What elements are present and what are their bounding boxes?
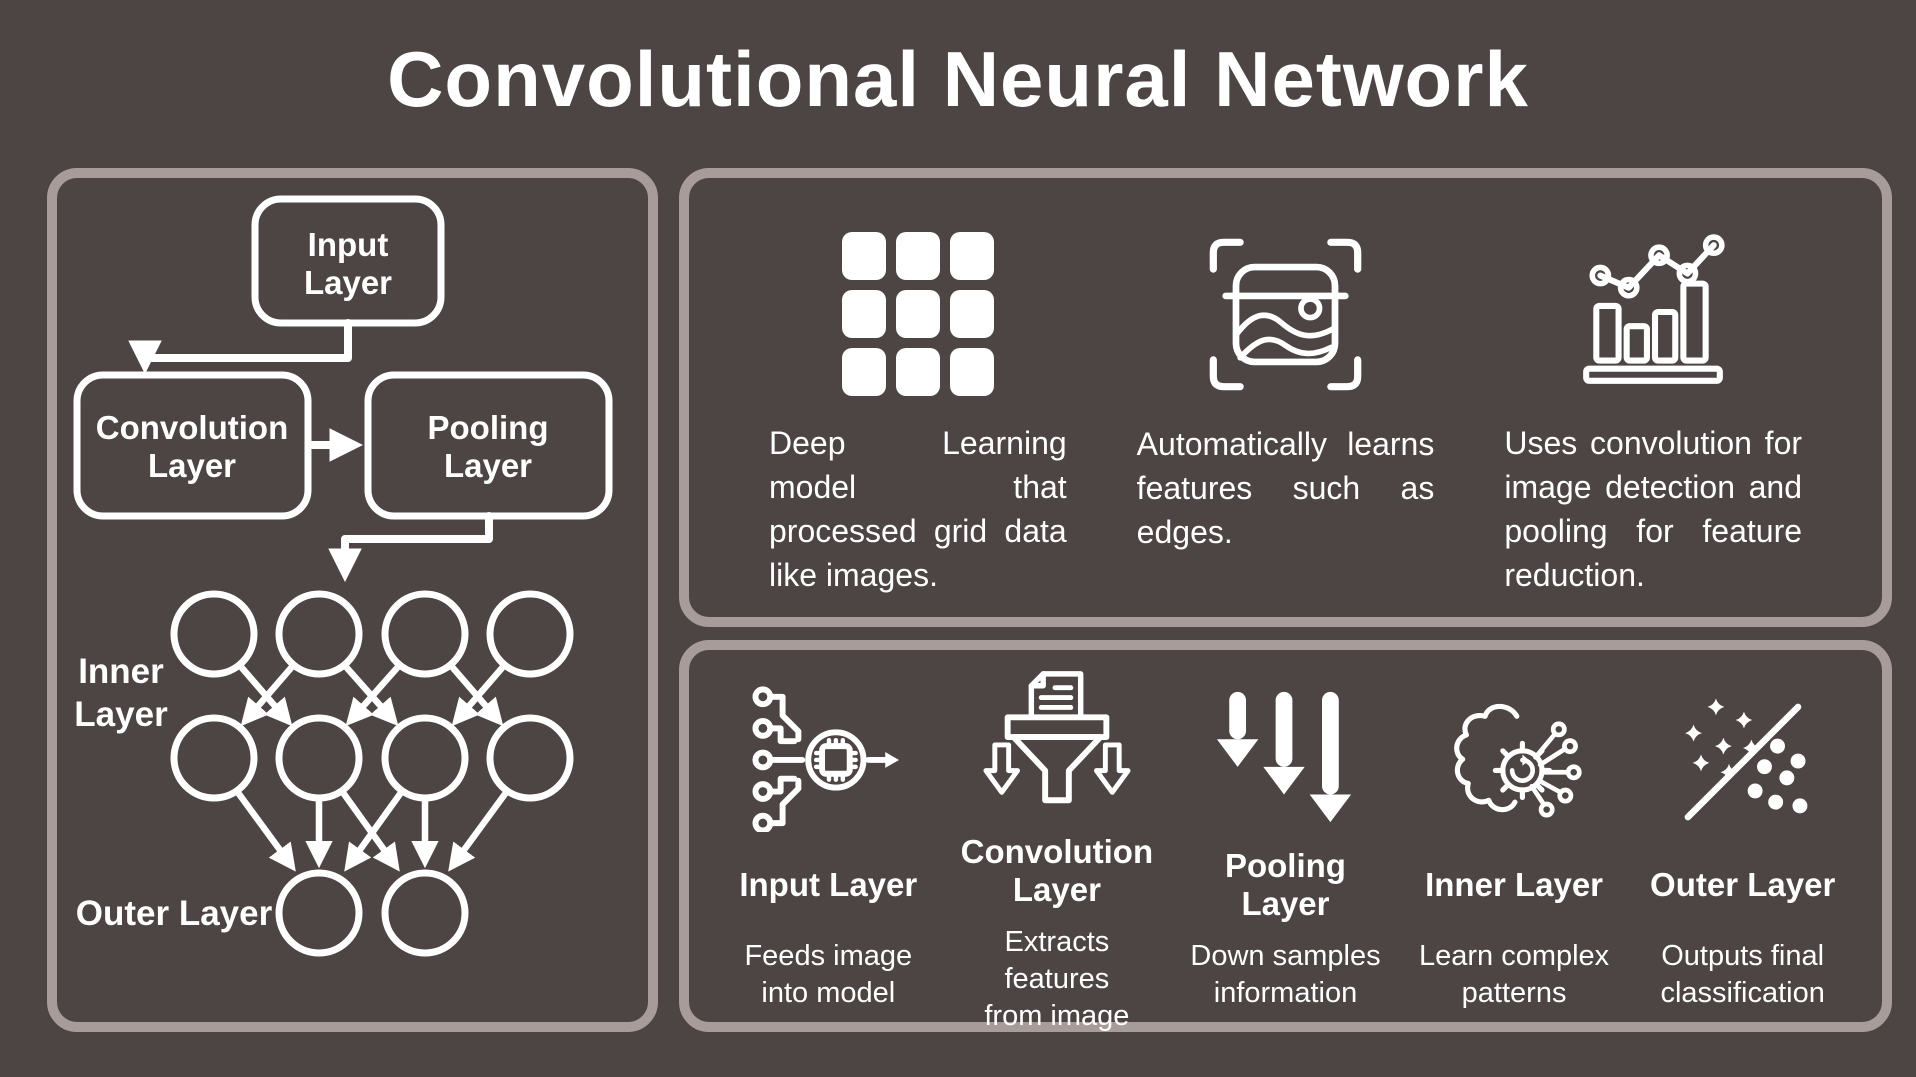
node-inner-2 — [275, 590, 363, 678]
layer-label-convolution: Convolution Layer — [960, 833, 1154, 908]
layer-label-pooling: Pooling Layer — [1224, 847, 1346, 922]
layer-input: Input Layer Feeds image into model — [725, 666, 932, 1012]
layer-desc-pooling: Down samples information — [1190, 940, 1381, 1009]
convolution-layer-box: Convolution Layer — [73, 371, 312, 520]
node-hidden-3 — [381, 714, 469, 802]
node-hidden-4 — [486, 714, 574, 802]
feature-text-learns-edges: Automatically learns features such as ed… — [1136, 426, 1435, 550]
layer-pooling: Pooling Layer Down samples information — [1182, 666, 1389, 1012]
feature-text-deep-learning: Deep Learning model that processed grid … — [769, 425, 1067, 593]
node-outer-1 — [275, 869, 363, 957]
input-box-line1: Input — [308, 226, 389, 263]
input-layer-box: Input Layer — [251, 195, 445, 327]
pooling-box-line1: Pooling — [428, 409, 549, 446]
layer-label-outer: Outer Layer — [1650, 866, 1836, 903]
outer-layer-arrows — [235, 790, 509, 872]
inner-layer-label-line1: Inner — [78, 652, 164, 691]
node-inner-3 — [381, 590, 469, 678]
layer-desc-outer: Outputs final classification — [1660, 940, 1825, 1009]
image-scan-icon — [1209, 238, 1362, 390]
feature-deep-learning: Deep Learning model that processed grid … — [769, 220, 1067, 597]
layer-outer: Outer Layer Outputs final classification — [1639, 666, 1846, 1012]
input-box-line2: Layer — [304, 264, 392, 301]
cnn-flowchart-diagram: Input Layer Convolution Layer Pooling La… — [73, 195, 613, 957]
features-panel: Deep Learning model that processed grid … — [679, 168, 1892, 627]
pooling-box-line2: Layer — [444, 447, 532, 484]
pooling-layer-box: Pooling Layer — [364, 371, 613, 520]
node-hidden-1 — [170, 714, 258, 802]
layer-label-inner: Inner Layer — [1425, 866, 1604, 903]
grid-icon — [841, 231, 994, 396]
flowchart-panel: Input Layer Convolution Layer Pooling La… — [47, 168, 658, 1032]
node-hidden-2 — [275, 714, 363, 802]
scatter-plot-icon — [1684, 698, 1808, 821]
convolution-box-line2: Layer — [148, 447, 236, 484]
circuit-branches — [1529, 721, 1582, 818]
node-inner-4 — [486, 590, 574, 678]
layers-panel: Input Layer Feeds image into model — [679, 640, 1892, 1032]
layer-desc-convolution: Extracts features from image — [984, 926, 1130, 1032]
pooling-to-network-arrow — [328, 512, 493, 583]
feature-learns-edges: Automatically learns features such as ed… — [1136, 220, 1435, 597]
layer-desc-input: Feeds image into model — [744, 940, 913, 1009]
layer-label-input: Input Layer — [739, 866, 918, 903]
input-circuit-icon — [752, 686, 900, 832]
network-nodes — [170, 590, 574, 957]
input-to-convolution-arrow — [128, 319, 352, 375]
inner-layer-arrows — [238, 664, 506, 727]
feature-convolution-pooling: Uses convolution for image detection and… — [1504, 220, 1802, 597]
outer-layer-label: Outer Layer — [76, 894, 273, 933]
feature-text-convolution-pooling: Uses convolution for image detection and… — [1504, 425, 1803, 593]
layer-inner: Inner Layer Learn complex patterns — [1411, 666, 1618, 1012]
brain-circuit-icon — [1454, 703, 1582, 818]
convolution-funnel-icon — [983, 671, 1131, 804]
pooling-arrows-icon — [1217, 691, 1352, 823]
layer-desc-inner: Learn complex patterns — [1418, 940, 1610, 1009]
inner-layer-label-line2: Layer — [74, 695, 168, 734]
layer-convolution: Convolution Layer Extracts features from… — [954, 666, 1161, 1032]
node-inner-1 — [170, 590, 258, 678]
bar-line-chart-icon — [1583, 233, 1725, 384]
page-title: Convolutional Neural Network — [387, 35, 1529, 123]
convolution-box-line1: Convolution — [96, 409, 288, 446]
node-outer-2 — [381, 869, 469, 957]
